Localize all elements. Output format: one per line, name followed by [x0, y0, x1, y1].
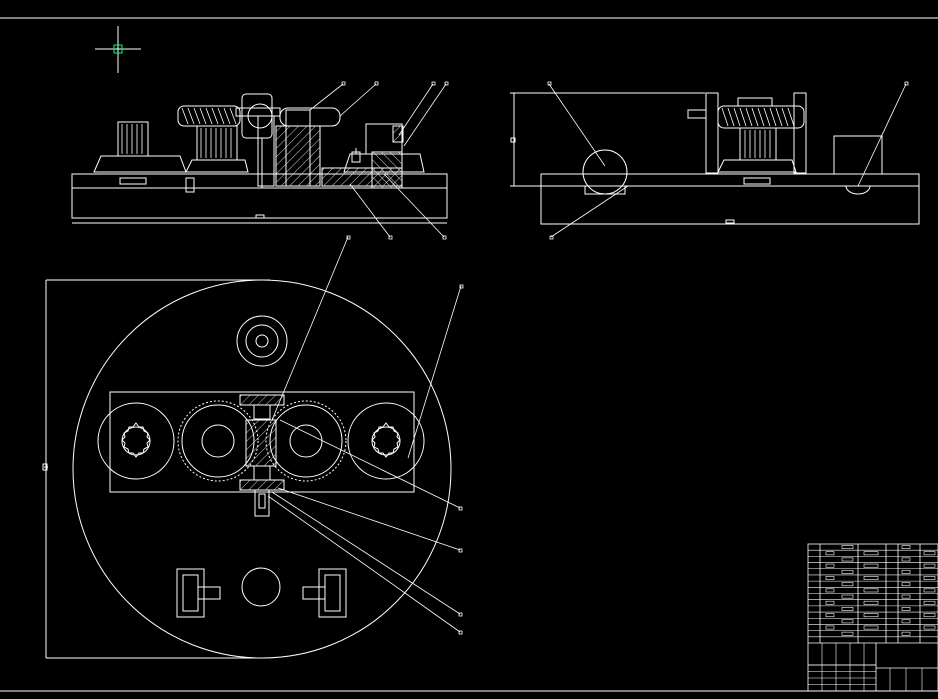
crosshair-icon: [95, 26, 141, 73]
parts-list-cell-mark: [841, 545, 854, 549]
parts-list-cell-mark: [901, 619, 911, 624]
parts-list-cell-mark: [825, 588, 835, 593]
parts-list-cell-mark: [923, 625, 936, 630]
parts-list-cell-mark: [841, 631, 854, 636]
parts-list-cell-mark: [923, 551, 936, 556]
parts-list-cell-mark: [923, 563, 936, 568]
parts-list-cell-mark: [825, 613, 835, 618]
parts-list-cell-mark: [863, 563, 879, 568]
parts-list-cell-mark: [841, 607, 854, 611]
parts-list-cell-mark: [863, 576, 879, 580]
parts-list-cell-mark: [923, 613, 936, 618]
plan-view[interactable]: [42, 279, 452, 659]
parts-list-cell-mark: [825, 625, 835, 630]
parts-list-cell-mark: [923, 600, 936, 605]
parts-list-cell-mark: [901, 631, 911, 636]
parts-list-cell-mark: [923, 588, 936, 593]
parts-list-cell-mark: [825, 600, 835, 605]
parts-list-cell-mark: [825, 563, 835, 568]
parts-list-rows: [808, 545, 938, 691]
parts-list-cell-mark: [901, 594, 911, 599]
parts-list-table[interactable]: [807, 543, 938, 692]
parts-list-cell-mark: [901, 557, 911, 562]
plan-view-leader-lines: [267, 235, 464, 635]
parts-list-cell-mark: [841, 582, 854, 587]
parts-list-cell-mark: [901, 569, 911, 574]
parts-list-cell-mark: [901, 582, 911, 587]
parts-list-cell-mark: [841, 557, 854, 562]
parts-list-cell-mark: [841, 569, 854, 574]
parts-list-cell-mark: [863, 613, 879, 618]
front-view-leader-lines: [309, 81, 449, 240]
front-elevation-view[interactable]: [71, 93, 448, 224]
parts-list-cell-mark: [841, 594, 854, 599]
parts-list-cell-mark: [841, 619, 854, 624]
parts-list-cell-mark: [863, 588, 879, 593]
side-view-leader-lines: [547, 81, 909, 240]
parts-list-cell-mark: [863, 625, 879, 630]
side-elevation-view[interactable]: [510, 92, 920, 225]
drawing-frame: [0, 17, 938, 692]
parts-list-cell-mark: [863, 551, 879, 556]
parts-list-cell-mark: [901, 607, 911, 611]
parts-list-cell-mark: [825, 551, 835, 556]
parts-list-cell-mark: [923, 576, 936, 580]
parts-list-cell-mark: [863, 600, 879, 605]
parts-list-cell-mark: [901, 545, 911, 549]
parts-list-cell-mark: [825, 576, 835, 580]
